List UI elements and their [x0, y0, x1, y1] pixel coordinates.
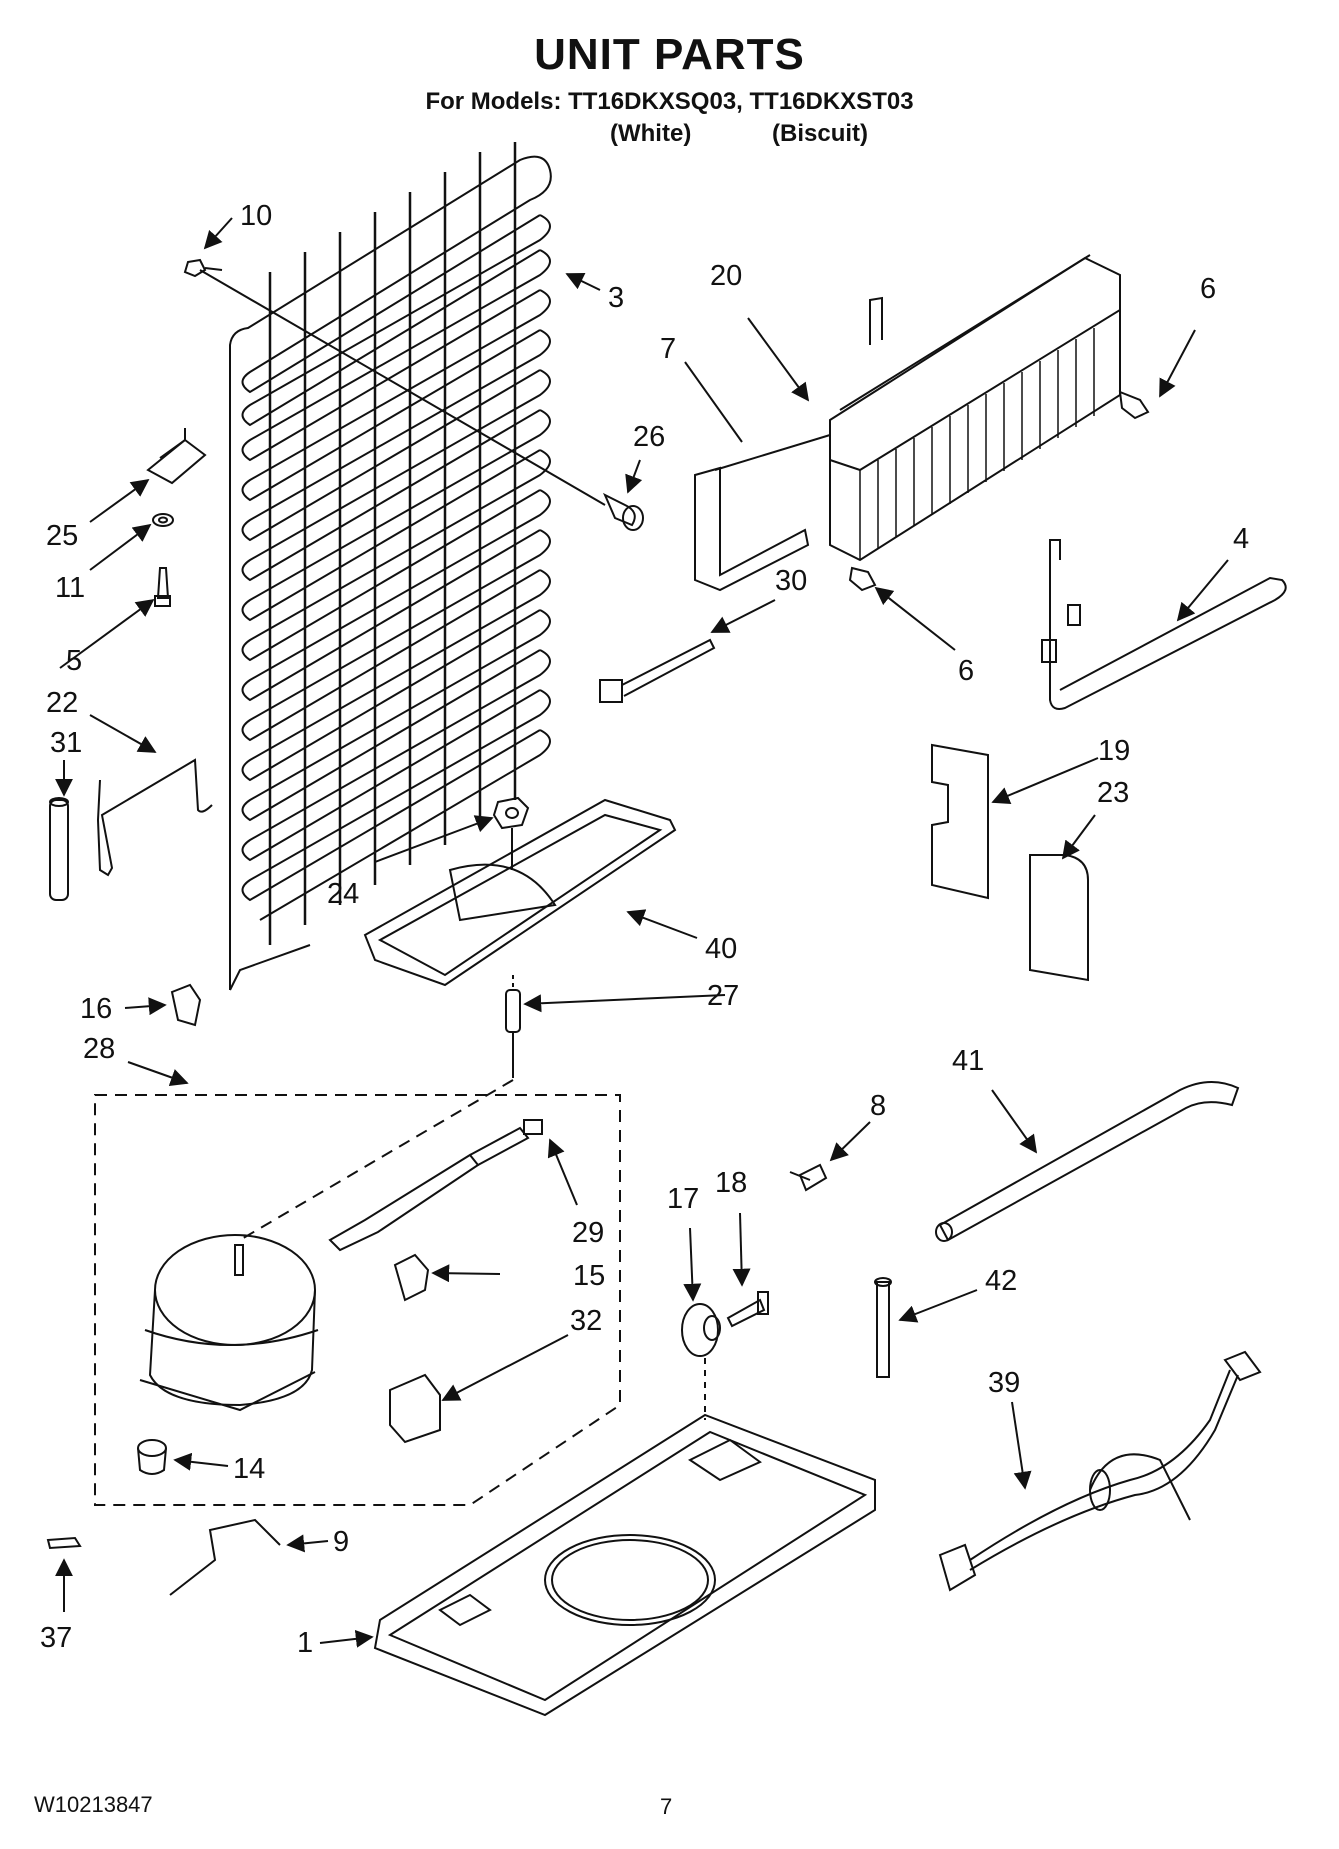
screw-5: [154, 567, 171, 607]
callout-29: 29: [572, 1217, 604, 1249]
callout-15: 15: [573, 1260, 605, 1292]
dryer-29: [328, 1119, 543, 1252]
tube-31: [49, 797, 69, 901]
callout-17: 17: [667, 1183, 699, 1215]
bracket-25: [146, 428, 207, 485]
callout-9: 9: [333, 1526, 349, 1558]
callout-28: 28: [83, 1033, 115, 1065]
insulation-19: [931, 743, 989, 900]
grommet-26: [602, 492, 644, 531]
callout-5: 5: [66, 645, 82, 677]
callout-11: 11: [55, 572, 85, 604]
callout-37: 37: [40, 1622, 72, 1654]
callout-6-lower: 6: [958, 655, 974, 687]
tube-27: [505, 975, 521, 1078]
insulation-23: [1029, 854, 1089, 982]
evaporator-coil-20: [829, 254, 1121, 562]
compressor: [139, 1234, 319, 1412]
callout-3: 3: [608, 282, 624, 314]
compressor-assembly-28-box: [94, 1079, 621, 1506]
callout-10: 10: [240, 200, 272, 232]
callout-19: 19: [1098, 735, 1130, 767]
callout-1: 1: [297, 1627, 313, 1659]
variant-white: (White): [610, 120, 692, 147]
overload-32: [389, 1373, 441, 1444]
page-number: 7: [660, 1794, 673, 1819]
base-1: [373, 1413, 876, 1717]
callout-25: 25: [46, 520, 78, 552]
washer-11: [152, 513, 174, 527]
callout-24: 24: [327, 878, 359, 910]
variant-biscuit: (Biscuit): [772, 120, 868, 147]
callout-8: 8: [870, 1090, 886, 1122]
grommet-14: [137, 1439, 167, 1475]
callout-22: 22: [46, 687, 78, 719]
leader-lines: [55, 217, 1229, 1648]
callout-18: 18: [715, 1167, 747, 1199]
wire-22: [96, 758, 213, 877]
callout-31: 31: [50, 727, 82, 759]
callout-42: 42: [985, 1265, 1017, 1297]
callout-14: 14: [233, 1453, 265, 1485]
condenser-coil: [229, 142, 552, 991]
wire-9: [169, 1518, 281, 1596]
callout-labels: 10 3 20 6 7 26 25 11 5 30 4 6 22 31 19 2…: [40, 200, 1249, 1659]
page-title: UNIT PARTS: [534, 30, 805, 79]
callout-16: 16: [80, 993, 112, 1025]
screw-6-lower: [848, 566, 877, 592]
tube-41: [935, 1081, 1240, 1242]
callout-39: 39: [988, 1367, 1020, 1399]
model-list: For Models: TT16DKXSQ03, TT16DKXST03: [425, 88, 914, 115]
callout-26: 26: [633, 421, 665, 453]
nut-24: [492, 796, 530, 870]
cable-tie-30: [599, 638, 716, 703]
tube-42: [874, 1277, 892, 1378]
heater-harness-4: [1041, 539, 1287, 710]
callout-6-upper: 6: [1200, 273, 1216, 305]
drain-pan-40: [363, 798, 677, 987]
callout-40: 40: [705, 933, 737, 965]
clip-37: [46, 1536, 82, 1550]
document-number: W10213847: [34, 1792, 153, 1817]
callout-30: 30: [775, 565, 807, 597]
relay-15: [393, 1253, 430, 1302]
roller-17: [681, 1303, 721, 1420]
callout-7: 7: [660, 333, 676, 365]
screw-10: [183, 258, 606, 506]
screw-18: [726, 1291, 769, 1328]
clip-16: [170, 983, 202, 1027]
callout-4: 4: [1233, 523, 1249, 555]
callout-27: 27: [707, 980, 739, 1012]
callout-32: 32: [570, 1305, 602, 1337]
callout-20: 20: [710, 260, 742, 292]
power-harness-39: [938, 1350, 1262, 1592]
callout-41: 41: [952, 1045, 984, 1077]
screw-8: [789, 1163, 828, 1192]
screw-6-upper: [1118, 390, 1150, 420]
callout-23: 23: [1097, 777, 1129, 809]
bracket-7: [694, 434, 831, 592]
